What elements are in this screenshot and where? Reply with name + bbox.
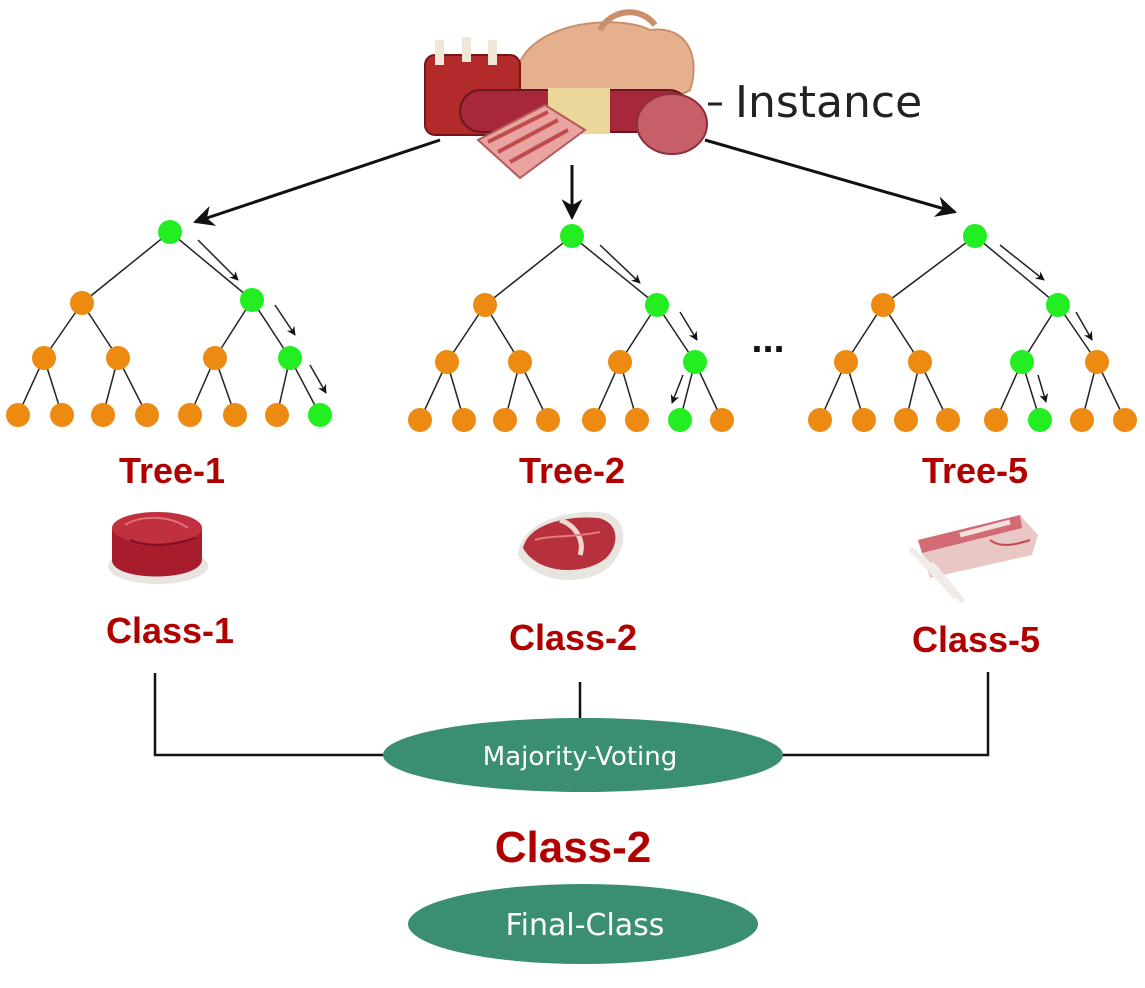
arrow-to-tree-5: [704, 138, 958, 217]
decision-tree-5: [808, 224, 1137, 432]
tree-1-class-label: Class-1: [106, 610, 234, 651]
decision-tree-1: [6, 220, 332, 427]
tree-1-label: Tree-1: [119, 450, 225, 491]
tree-5-label: Tree-5: [922, 450, 1028, 491]
final-class-oval: [408, 884, 758, 964]
tree-5-class-label: Class-5: [912, 619, 1040, 660]
instance-label: Instance: [735, 77, 922, 128]
loin-steak-icon: [518, 511, 624, 580]
majority-voting-oval: [383, 718, 783, 792]
voting-connectors: [153, 672, 990, 757]
majority-voting-label: Majority-Voting: [483, 742, 677, 772]
rib-roast-icon: [909, 515, 1038, 603]
decision-tree-2: [408, 224, 734, 432]
final-class-label: Final-Class: [506, 908, 665, 943]
arrow-to-tree-1: [193, 138, 441, 226]
tree-2-class-label: Class-2: [509, 617, 637, 658]
final-class-value: Class-2: [495, 823, 652, 872]
tree-2-label: Tree-2: [519, 450, 625, 491]
round-steak-icon: [108, 512, 208, 584]
more-trees-ellipsis: ...: [751, 317, 784, 361]
meat-platter-icon: [424, 9, 708, 180]
